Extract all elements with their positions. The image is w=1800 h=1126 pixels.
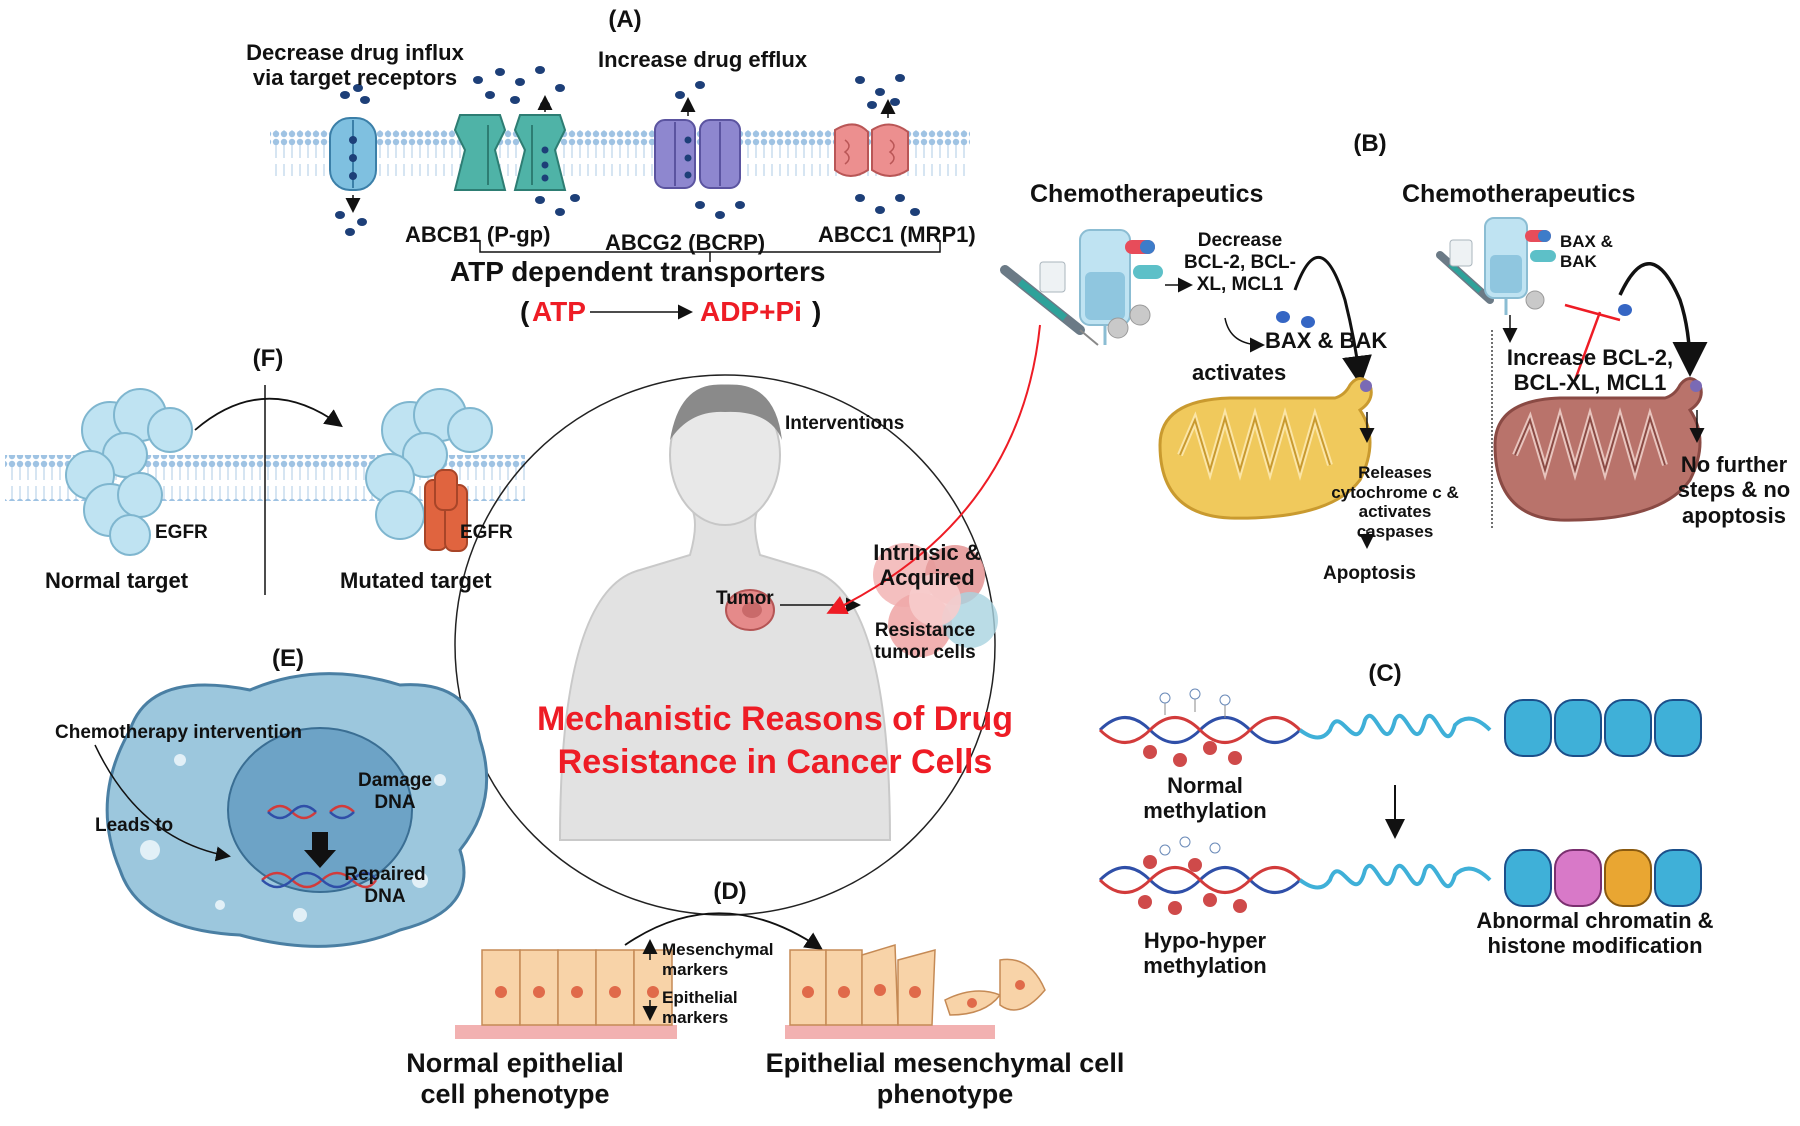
- chromatin-coil-icon: [1298, 713, 1492, 740]
- resistant-cluster-icon: [873, 543, 998, 657]
- dna-normal-icon: [1098, 716, 1302, 744]
- bax-path-arrow: [1618, 262, 1708, 377]
- capsule-icon: [1525, 230, 1556, 262]
- chemo-intervention-label: Chemotherapy intervention: [55, 722, 303, 743]
- panel-f-label: (F): [252, 345, 284, 372]
- mitochondrion-icon: [1158, 377, 1373, 520]
- influx-label: Decrease drug influx via target receptor…: [246, 40, 464, 91]
- bax-bak-label: BAX & BAK: [1265, 328, 1388, 353]
- leads-to-arrow: [94, 744, 231, 862]
- pill-icon: [1107, 304, 1151, 339]
- influx-channel-icon: [329, 117, 377, 213]
- interventions-arrow: [826, 324, 1041, 615]
- pgp-transporter-icon: [453, 95, 567, 191]
- intrinsic-acquired-label: Intrinsic & Acquired: [873, 540, 981, 591]
- chemo-left-label: Chemotherapeutics: [1030, 180, 1264, 208]
- mutated-target-label: Mutated target: [340, 568, 492, 593]
- egfr-mutated-label: EGFR: [460, 522, 513, 543]
- mrp1-transporter-icon: [834, 99, 909, 177]
- egfr-normal-icon: [65, 388, 193, 556]
- center-circle: [454, 374, 996, 916]
- bax-bak-icon: [1618, 304, 1632, 316]
- bax-bak-right-label: BAX & BAK: [1560, 232, 1613, 271]
- repaired-dna-label: Repaired DNA: [344, 864, 426, 907]
- syringe-icon: [1000, 265, 1099, 346]
- methyl-group-icon: [1138, 836, 1247, 915]
- mesenchymal-markers-label: Mesenchymal markers: [662, 940, 774, 979]
- panel-d-label: (D): [713, 878, 747, 905]
- bax-bak-icon: [1276, 311, 1315, 328]
- interventions-label: Interventions: [785, 413, 905, 434]
- damaged-dna-strand: [267, 804, 355, 820]
- normal-target-label: Normal target: [45, 568, 189, 593]
- dna-abnormal-icon: [1098, 866, 1302, 894]
- repaired-dna-strand: [261, 871, 378, 889]
- apoptosis-label: Apoptosis: [1323, 563, 1416, 584]
- nucleosome-icon: [1504, 849, 1702, 907]
- leads-to-label: Leads to: [95, 815, 174, 836]
- syringe-icon: [1436, 251, 1494, 304]
- activates-arrow: [1224, 317, 1265, 353]
- panel-f-arrow: [194, 397, 343, 431]
- activates-label: activates: [1192, 360, 1287, 385]
- resistance-cells-label: Resistance tumor cells: [874, 620, 976, 663]
- normal-phenotype-label: Normal epithelial cell phenotype: [406, 1048, 624, 1110]
- tumor-label: Tumor: [716, 588, 774, 609]
- iv-bag-icon: [1449, 217, 1528, 315]
- atp-paren-close: ): [812, 296, 822, 327]
- mitochondrion-icon: [1493, 377, 1703, 522]
- bcrp-transporter-icon: [654, 97, 741, 189]
- panel-e-label: (E): [272, 645, 304, 672]
- pill-icon: [1525, 290, 1545, 310]
- damage-dna-label: Damage DNA: [358, 770, 432, 813]
- epithelial-markers-label: Epithelial markers: [662, 988, 738, 1027]
- panel-b-label: (B): [1353, 130, 1387, 157]
- adp-label: ADP+Pi: [700, 296, 802, 327]
- abnormal-chromatin-label: Abnormal chromatin & histone modificatio…: [1476, 908, 1714, 959]
- atp-transporters-title: ATP dependent transporters: [450, 256, 826, 287]
- iv-bag-icon: [1039, 229, 1131, 345]
- atp-bracket: [479, 240, 941, 262]
- releases-label: Releases cytochrome c & activates caspas…: [1331, 463, 1459, 541]
- repair-arrow: [304, 832, 336, 868]
- chemo-right-label: Chemotherapeutics: [1402, 180, 1636, 208]
- inhibition-mark: [1564, 303, 1621, 381]
- atp-label: ATP: [532, 296, 586, 327]
- normal-methylation-label: Normal methylation: [1143, 773, 1267, 824]
- egfr-mutated-icon: [365, 388, 493, 552]
- increase-label: Increase BCL-2, BCL-XL, MCL1: [1506, 345, 1674, 396]
- no-further-label: No further steps & no apoptosis: [1677, 452, 1791, 528]
- atp-paren-open: (: [520, 296, 530, 327]
- methyl-group-icon: [1143, 688, 1242, 767]
- drug-molecule-icon: [335, 66, 920, 236]
- emt-transition-arrow: [624, 912, 823, 951]
- tumor-icon: [725, 589, 775, 631]
- human-body-icon: [558, 384, 892, 841]
- abcb1-label: ABCB1 (P-gp): [405, 222, 551, 247]
- decrease-label: Decrease BCL-2, BCL- XL, MCL1: [1184, 230, 1296, 295]
- epithelium-emt-icon: [785, 944, 1046, 1039]
- hypo-hyper-label: Hypo-hyper methylation: [1143, 928, 1267, 979]
- chromatin-coil-icon: [1298, 863, 1492, 890]
- nucleosome-icon: [1504, 699, 1702, 757]
- bax-activation-arrow: [1293, 256, 1372, 386]
- abcc1-label: ABCC1 (MRP1): [818, 222, 976, 247]
- nucleus-icon: [227, 727, 413, 893]
- efflux-label: Increase drug efflux: [598, 47, 808, 72]
- capsule-icon: [1125, 240, 1163, 279]
- epithelium-normal-icon: [455, 949, 677, 1039]
- vesicle-icon: [140, 754, 446, 922]
- egfr-normal-label: EGFR: [155, 522, 208, 543]
- panel-c-label: (C): [1368, 660, 1402, 687]
- abcg2-label: ABCG2 (BCRP): [605, 230, 766, 255]
- panel-a-label: (A): [608, 6, 642, 33]
- main-title: Mechanistic Reasons of Drug Resistance i…: [536, 700, 1014, 781]
- emt-phenotype-label: Epithelial mesenchymal cell phenotype: [765, 1048, 1125, 1110]
